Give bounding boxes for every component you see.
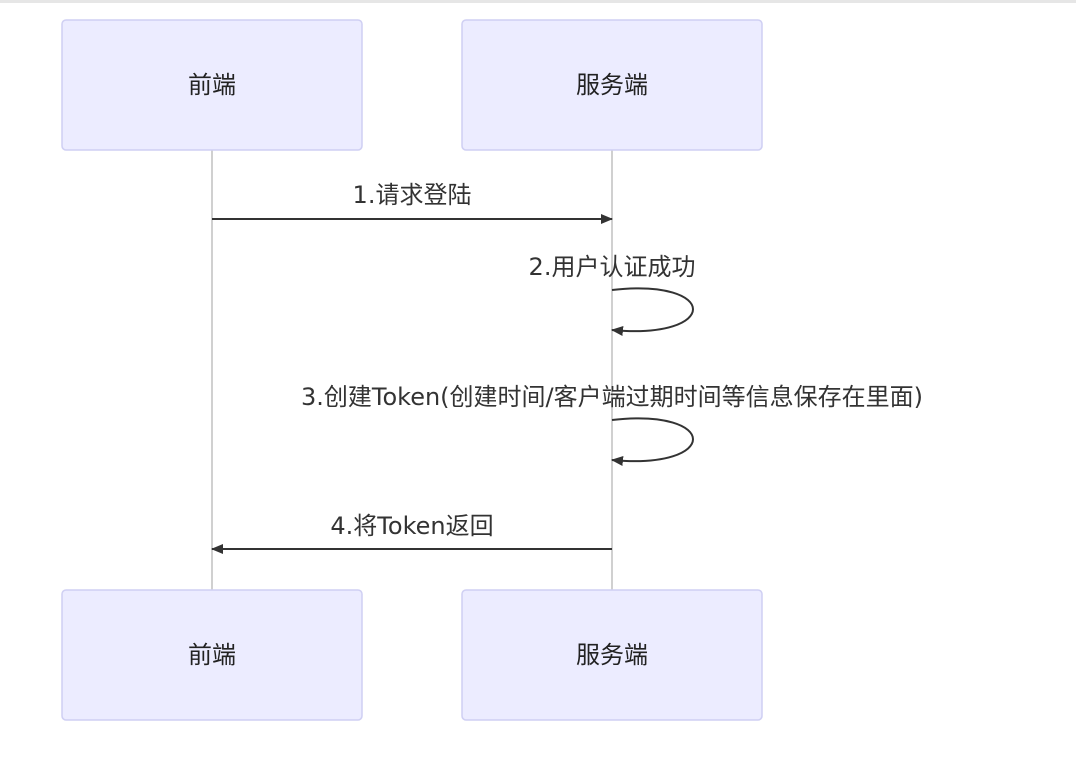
message-2-label: 2.用户认证成功	[529, 253, 696, 281]
actor-frontend-top: 前端	[61, 19, 363, 151]
message-1-label: 1.请求登陆	[353, 181, 472, 209]
message-4-label: 4.将Token返回	[330, 512, 493, 540]
message-3-loop-arrow	[611, 417, 694, 466]
message-2-loop-arrow	[611, 287, 694, 336]
actor-server-bottom: 服务端	[461, 589, 763, 721]
actor-server-bottom-label: 服务端	[576, 641, 648, 669]
actor-frontend-bottom-label: 前端	[188, 641, 236, 669]
actor-frontend-top-label: 前端	[188, 71, 236, 99]
actor-frontend-bottom: 前端	[61, 589, 363, 721]
actor-server-top: 服务端	[461, 19, 763, 151]
message-3-label: 3.创建Token(创建时间/客户端过期时间等信息保存在里面)	[301, 383, 923, 411]
actor-server-top-label: 服务端	[576, 71, 648, 99]
top-divider	[0, 0, 1076, 3]
